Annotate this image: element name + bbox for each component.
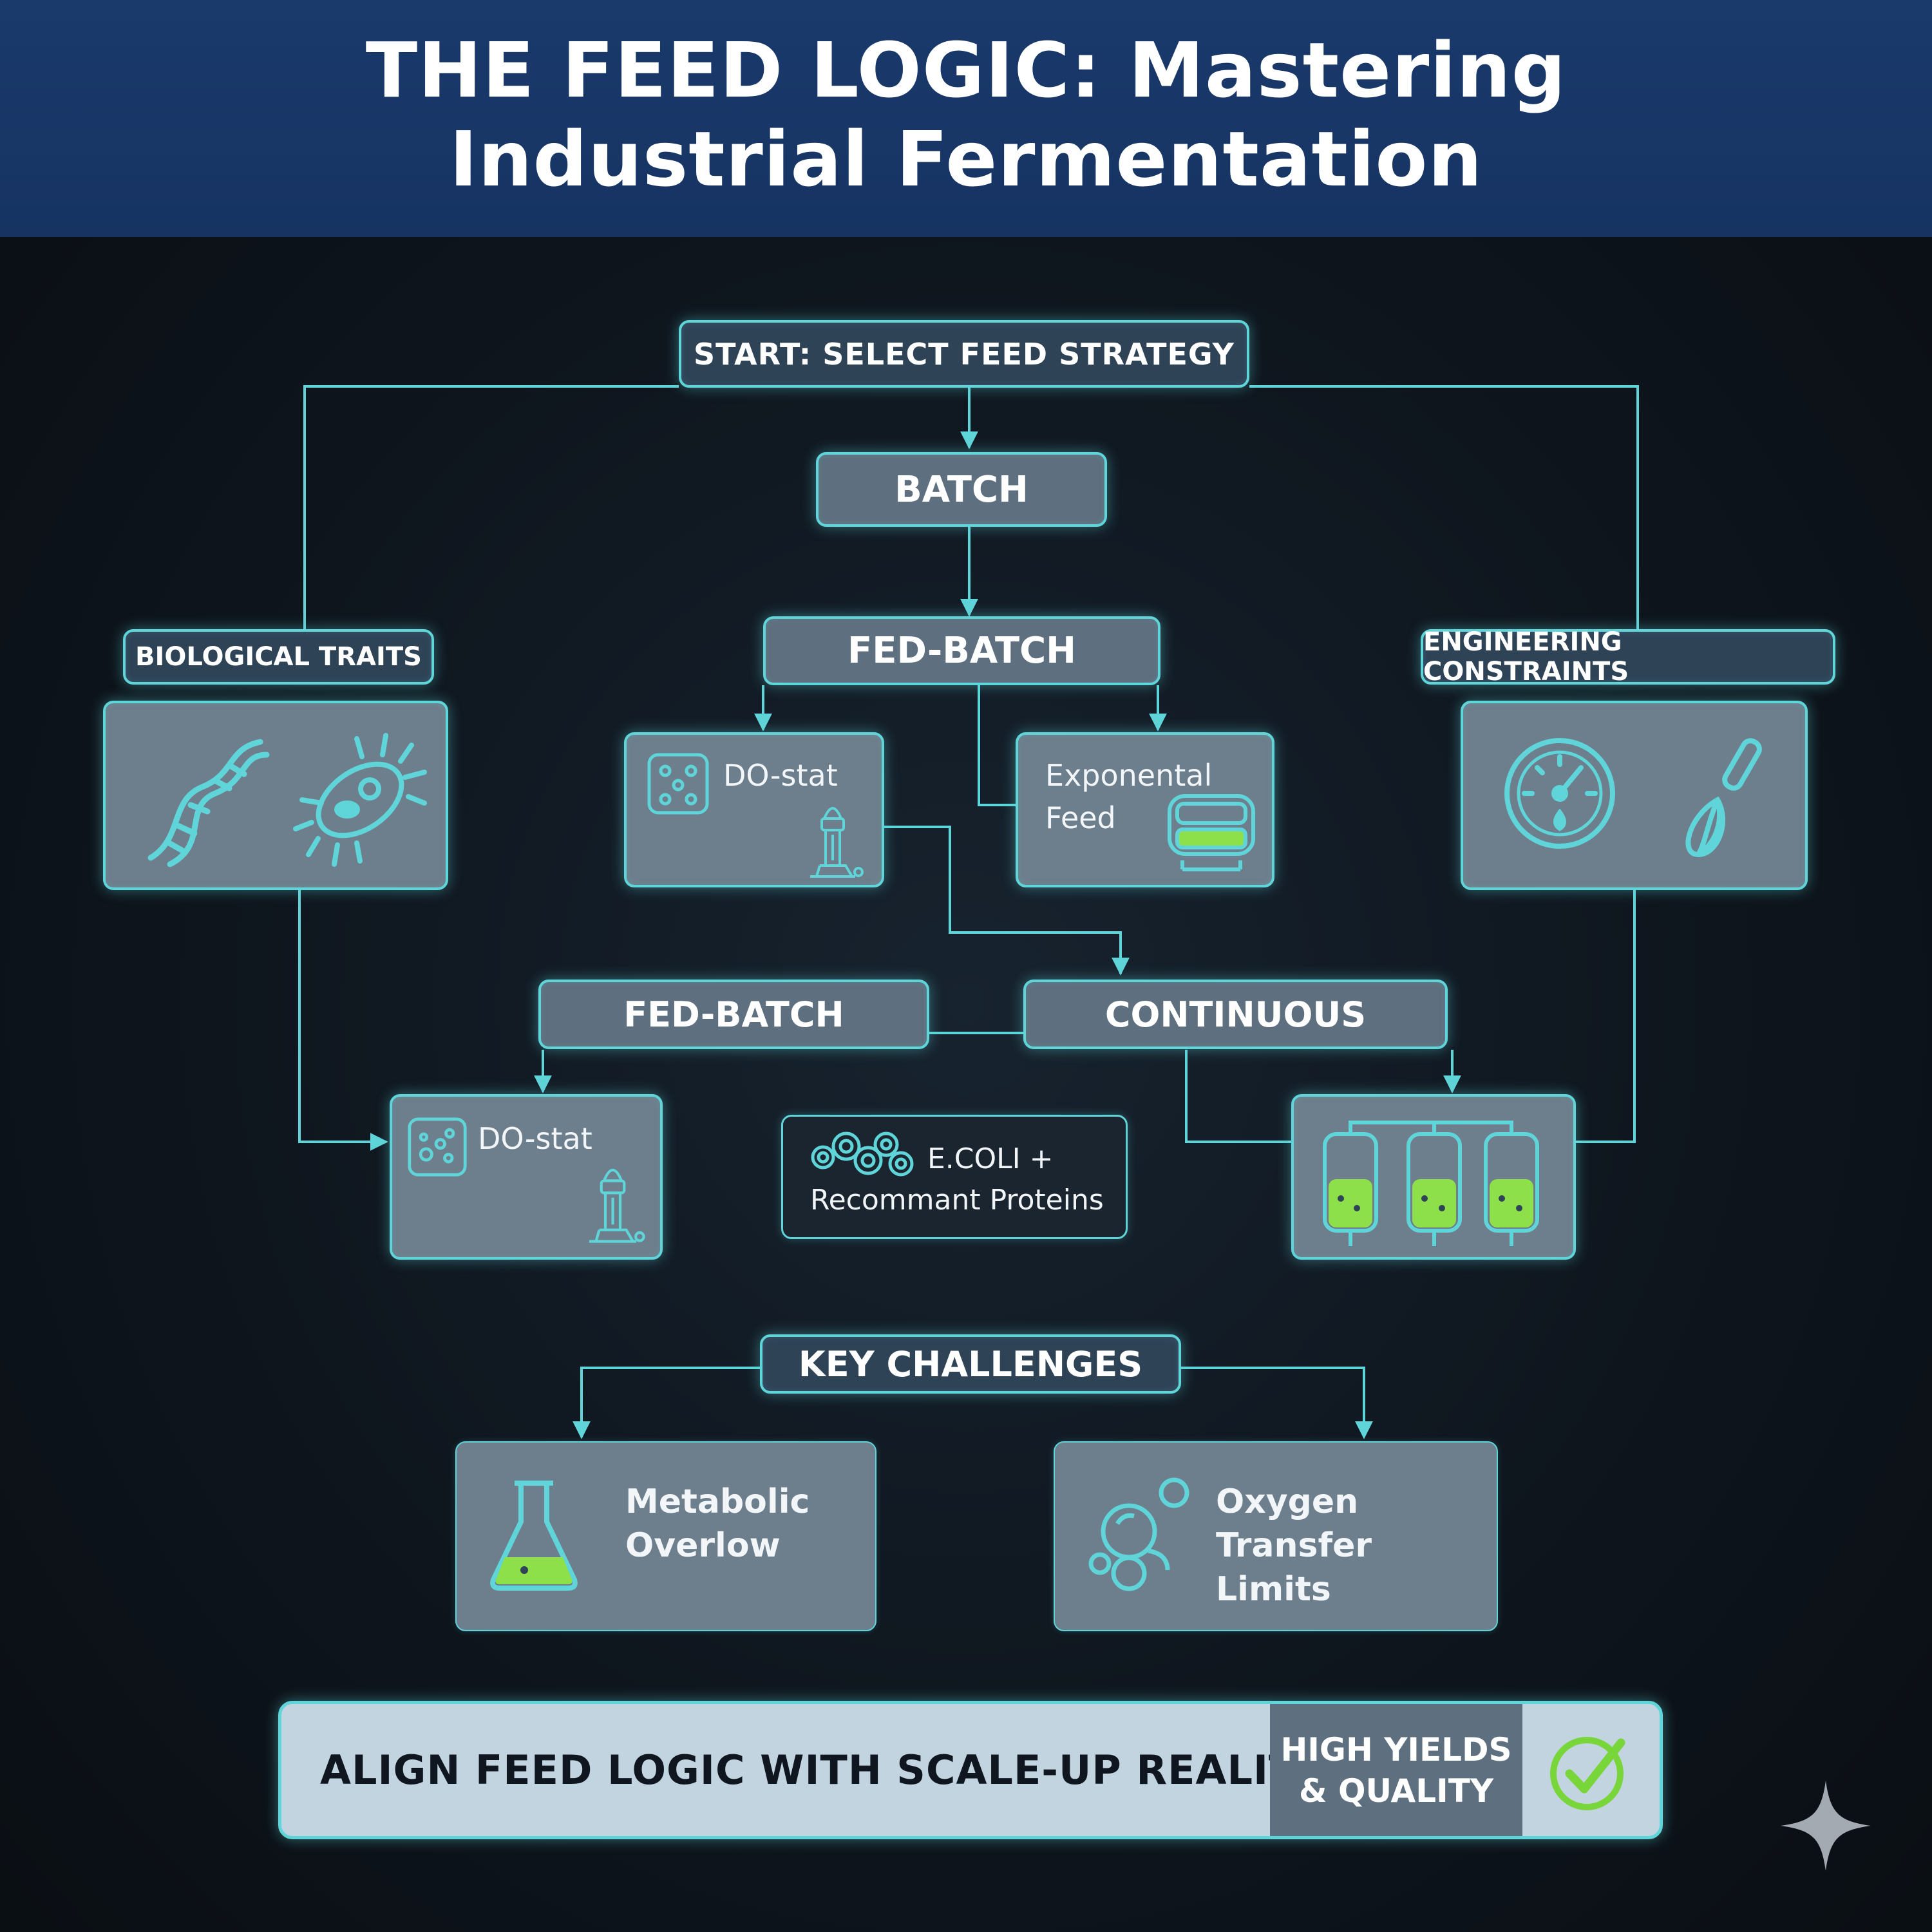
connector-challenges-metabolic	[573, 1367, 760, 1439]
biological-traits-label-box: BIOLOGICAL TRAITS	[123, 629, 434, 685]
bacteria-cluster-icon	[811, 1132, 914, 1177]
banner-main-text: ALIGN FEED LOGIC WITH SCALE-UP REALITY	[320, 1747, 1327, 1794]
banner-result-line-1: HIGH YIELDS	[1280, 1730, 1512, 1768]
bacterium-icon	[293, 733, 427, 867]
probe-icon	[589, 1168, 645, 1243]
pump-icon	[1168, 794, 1255, 871]
metabolic-line-1: Metabolic	[625, 1482, 810, 1521]
engineering-constraints-label-box: ENGINEERING CONSTRAINTS	[1421, 627, 1835, 687]
title-line-1: THE FEED LOGIC: Mastering	[365, 26, 1567, 115]
bioreactor-icon	[1484, 1132, 1539, 1246]
biological-traits-card[interactable]	[103, 701, 448, 890]
fed-batch-top-box[interactable]: FED-BATCH	[763, 616, 1160, 685]
oxygen-line-2: Limits	[1216, 1570, 1331, 1609]
start-box[interactable]: START: SELECT FEED STRATEGY	[679, 320, 1249, 388]
key-challenges-label: KEY CHALLENGES	[798, 1343, 1143, 1385]
engineering-constraints-card[interactable]	[1461, 701, 1808, 890]
do-stat-top-label: DO-stat	[723, 758, 838, 793]
whisk-icon	[1685, 738, 1762, 858]
header-bar: THE FEED LOGIC: Mastering Industrial Fer…	[0, 0, 1932, 237]
connector-dostat-continuous	[884, 826, 1130, 976]
metabolic-overlow-label: Metabolic Overlow	[625, 1480, 810, 1567]
fed-batch-top-label: FED-BATCH	[847, 630, 1077, 672]
continuous-reactors-card[interactable]	[1291, 1094, 1576, 1260]
fed-batch-mid-label: FED-BATCH	[623, 994, 844, 1035]
connector-challenges-oxygen	[1181, 1367, 1373, 1439]
connector-start-eng	[1249, 385, 1639, 629]
metabolic-line-2: Overlow	[625, 1526, 781, 1565]
batch-label: BATCH	[895, 468, 1028, 511]
key-challenges-box[interactable]: KEY CHALLENGES	[760, 1334, 1181, 1394]
page-title: THE FEED LOGIC: Mastering Industrial Fer…	[0, 26, 1932, 204]
ecoli-label-line-2: Recommant Proteins	[810, 1184, 1104, 1217]
start-label: START: SELECT FEED STRATEGY	[694, 336, 1235, 372]
bioreactor-train	[1323, 1121, 1539, 1246]
batch-box[interactable]: BATCH	[816, 452, 1107, 527]
connector-fedbatch-exp-side	[978, 685, 1016, 806]
dna-icon	[147, 739, 270, 867]
probe-icon	[810, 807, 864, 878]
engineering-constraints-label: ENGINEERING CONSTRAINTS	[1423, 627, 1629, 687]
exponential-feed-card[interactable]: Exponental Feed	[1016, 732, 1274, 887]
bioreactor-icon	[1406, 1132, 1462, 1246]
continuous-label: CONTINUOUS	[1104, 994, 1367, 1035]
connector-start-bio	[303, 385, 679, 629]
oxygen-line-1: Oxygen Transfer	[1216, 1482, 1372, 1565]
ecoli-label-line-1: E.COLI +	[927, 1142, 1054, 1175]
title-line-2: Industrial Fermentation	[449, 115, 1483, 204]
bioreactor-icon	[1323, 1132, 1378, 1246]
banner-result: HIGH YIELDS & QUALITY	[1270, 1704, 1522, 1836]
exponential-feed-label: Exponental Feed	[1045, 754, 1212, 839]
exponential-feed-line-2: Feed	[1045, 800, 1116, 835]
continuous-box[interactable]: CONTINUOUS	[1023, 980, 1448, 1049]
bubbles-icon	[1088, 1477, 1189, 1591]
connector-continuous-reactors-side	[1185, 1050, 1291, 1143]
conclusion-banner: ALIGN FEED LOGIC WITH SCALE-UP REALITY H…	[278, 1701, 1663, 1839]
ecoli-box[interactable]: E.COLI + Recommant Proteins	[781, 1115, 1128, 1239]
banner-result-line-2: & QUALITY	[1298, 1772, 1494, 1810]
sparkle-icon	[1781, 1781, 1871, 1871]
do-stat-top-card[interactable]: DO-stat	[624, 732, 884, 887]
checkmark-icon	[1550, 1737, 1625, 1810]
gauge-icon	[1504, 738, 1615, 849]
flask-icon	[490, 1481, 578, 1591]
oxygen-transfer-label: Oxygen Transfer Limits	[1216, 1480, 1497, 1611]
dice-icon	[647, 753, 709, 815]
connector-bio-dostat	[298, 890, 388, 1151]
biological-traits-label: BIOLOGICAL TRAITS	[135, 642, 422, 672]
connector-eng-reactors	[1576, 890, 1636, 1143]
metabolic-overlow-card[interactable]: Metabolic Overlow	[455, 1441, 876, 1631]
do-stat-bottom-card[interactable]: DO-stat	[390, 1094, 663, 1260]
do-stat-bottom-label: DO-stat	[478, 1121, 592, 1156]
dice-icon	[408, 1117, 467, 1177]
exponential-feed-line-1: Exponental	[1045, 758, 1213, 793]
fed-batch-mid-box[interactable]: FED-BATCH	[538, 980, 929, 1049]
oxygen-transfer-card[interactable]: Oxygen Transfer Limits	[1054, 1441, 1498, 1631]
